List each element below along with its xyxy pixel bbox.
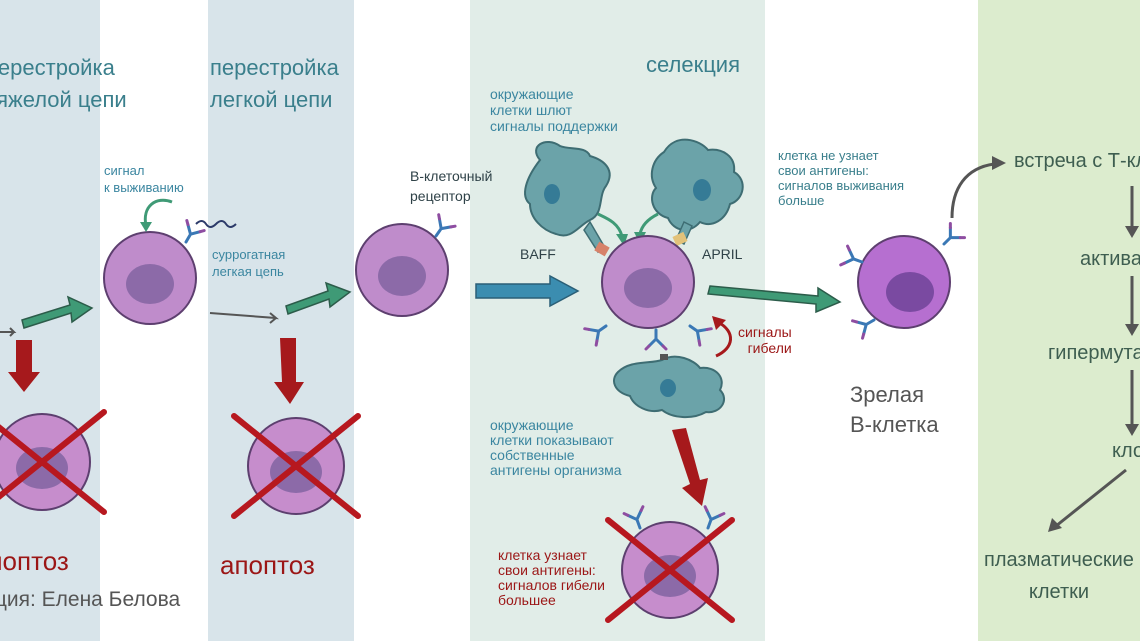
selection-b-cell <box>601 235 695 329</box>
apc-nucleus <box>660 379 676 397</box>
apoptosis-label-1: апоптоз <box>0 546 69 576</box>
baff-label: BAFF <box>520 246 556 262</box>
death-signals-label: сигналы гибели <box>738 324 792 356</box>
support-arrow-left <box>597 212 624 237</box>
support-signals-label: окружающие клетки шлют сигналы поддержки <box>490 86 618 134</box>
clones-arrowhead <box>1125 424 1139 436</box>
plasma-arrow <box>1055 468 1127 528</box>
red-arrow-1 <box>8 340 40 392</box>
surrogate-chain-label: суррогатная легкая цепь <box>212 247 286 279</box>
dead-cell-2 <box>234 416 358 516</box>
thin-arrow <box>209 312 280 324</box>
credit-label: Иллюстрация: Елена Белова <box>0 588 181 611</box>
mature-bcell-label: Зрелая В-клетка <box>850 382 939 437</box>
april-label: APRIL <box>702 246 743 262</box>
light-chain-band <box>208 0 354 641</box>
support-nucleus-right <box>693 179 711 201</box>
heavy-chain-title: перестройка тяжелой цепи <box>0 55 127 112</box>
dead-cell-3 <box>608 520 732 620</box>
light-chain-title: перестройка легкой цепи <box>210 55 339 112</box>
support-cell-left <box>524 141 611 237</box>
small-arrow <box>0 327 17 337</box>
red-arrow-3 <box>672 428 708 506</box>
survival-arrow <box>143 198 173 227</box>
support-arrow-right <box>638 212 659 235</box>
surrogate-chain-squiggle <box>195 220 237 228</box>
death-signal-arrow <box>715 320 732 358</box>
activation-label: активация <box>1080 248 1140 270</box>
immature-b-cell <box>355 223 449 317</box>
heavy-chain-band <box>0 0 100 641</box>
mature-b-cell <box>857 235 951 329</box>
green-arrow-2 <box>285 281 352 315</box>
recognizes-self-label: клетка узнает свои антигены: сигналов ги… <box>498 547 605 608</box>
blue-arrow <box>475 274 580 308</box>
green-arrow-3 <box>707 285 842 314</box>
pre-b-cell <box>103 231 197 325</box>
hypermutation-label: гипермутация <box>1048 342 1140 364</box>
clones-label: клоны <box>1112 440 1140 462</box>
hypermutation-arrowhead <box>1125 324 1139 336</box>
baff-molecule <box>594 241 610 257</box>
apoptosis-label-2: апоптоз <box>220 550 315 580</box>
meeting-arrow <box>950 162 995 219</box>
red-arrow-2 <box>274 338 304 404</box>
survival-arrowhead <box>140 222 152 232</box>
green-arrow-1 <box>21 295 94 329</box>
meeting-tcell-label: встреча с Т-клеткой <box>1014 150 1140 172</box>
meeting-arrowhead <box>992 156 1006 170</box>
selection-title: селекция <box>646 52 741 77</box>
survival-signal-label: сигнал к выживанию <box>104 163 184 195</box>
activation-band <box>978 0 1140 641</box>
apc-antigen <box>660 354 668 360</box>
death-signal-arrowhead <box>712 316 726 330</box>
plasma-arrowhead <box>1048 518 1062 532</box>
self-antigens-label: окружающие клетки показывают собственные… <box>490 417 622 478</box>
not-recognizes-label: клетка не узнает свои антигены: сигналов… <box>778 148 905 208</box>
mature-receptor-2 <box>935 221 967 253</box>
plasma-cells-label: плазматические клетки <box>984 549 1134 603</box>
bcr-label: В-клеточный рецептор <box>410 168 493 204</box>
april-molecule <box>672 231 688 247</box>
activation-arrowhead <box>1125 226 1139 238</box>
dead-cell-1 <box>0 412 104 512</box>
support-nucleus-left <box>544 184 560 204</box>
